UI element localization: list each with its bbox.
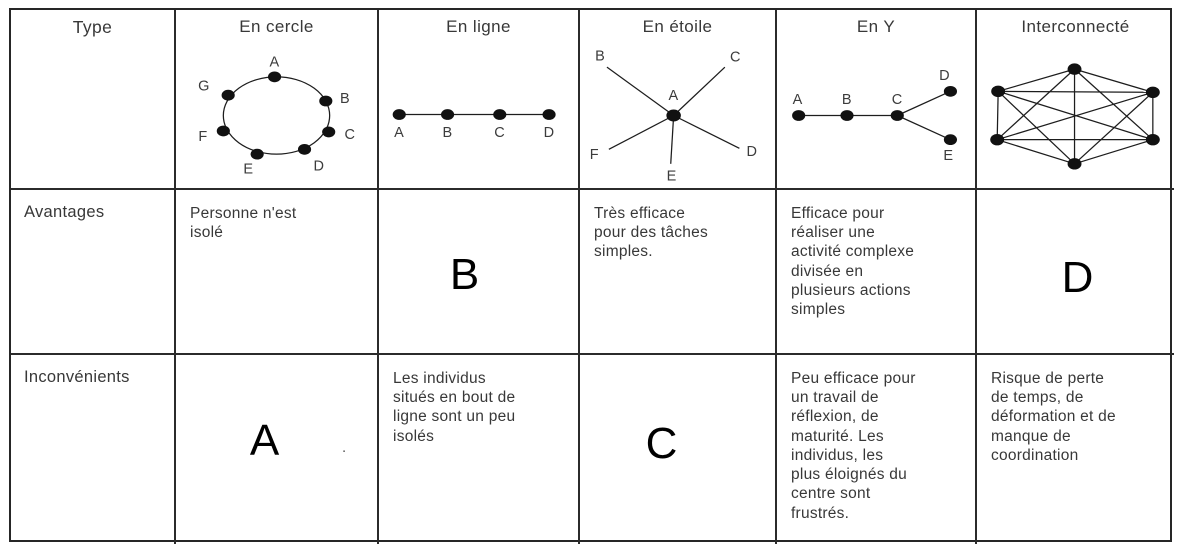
svg-text:C: C [730, 50, 741, 66]
inconvenient-en-y-text: Peu efficace pour un travail de réflexio… [791, 370, 916, 522]
svg-text:C: C [344, 127, 355, 143]
inconvenient-en-y-cell: Peu efficace pour un travail de réflexio… [777, 355, 977, 544]
en-etoile-title: En étoile [642, 17, 713, 36]
en-cercle-title: En cercle [239, 17, 314, 36]
column-interconnecte-header-cell: Interconnecté [977, 10, 1174, 190]
star-topology-diagram: A B C D E F [590, 49, 757, 185]
svg-text:F: F [590, 147, 599, 163]
line-topology-diagram: A B C D [392, 109, 556, 141]
svg-text:E: E [943, 148, 953, 164]
column-en-cercle-header-cell: En cercle A B C D E F G [176, 10, 379, 190]
avantage-en-etoile-cell: Très efficace pour des tâches simples. [580, 190, 777, 355]
svg-text:D: D [544, 125, 555, 141]
avantages-label: Avantages [24, 203, 105, 221]
column-en-ligne-header-cell: En ligne A B C D [379, 10, 580, 190]
avantage-en-etoile-text: Très efficace pour des tâches simples. [594, 205, 709, 261]
answer-letter-c: C [645, 418, 678, 468]
svg-text:B: B [442, 125, 452, 141]
column-en-etoile-header-cell: En étoile A B C D E F [580, 10, 777, 190]
svg-text:D: D [939, 68, 950, 84]
en-ligne-title: En ligne [446, 17, 511, 36]
inconvenient-en-etoile-cell: C [580, 355, 777, 544]
svg-text:C: C [494, 125, 505, 141]
avantage-en-cercle-text: Personne n'est isolé [190, 205, 297, 242]
y-topology-diagram: A B C D E [792, 68, 958, 164]
avantages-row-header: Avantages [11, 190, 176, 355]
inconvenients-label: Inconvénients [24, 368, 130, 386]
inconvenient-en-ligne-cell: Les individus situés en bout de ligne so… [379, 355, 580, 544]
svg-text:A: A [394, 125, 404, 141]
stray-ink-dot: . [342, 439, 347, 456]
svg-text:E: E [667, 168, 677, 184]
inconvenient-interconnecte-cell: Risque de perte de temps, de déformation… [977, 355, 1174, 544]
inconvenients-row-header: Inconvénients [11, 355, 176, 544]
en-y-title: En Y [856, 17, 896, 36]
answer-letter-d: D [1061, 252, 1094, 302]
svg-text:E: E [243, 162, 253, 178]
interconnecte-title: Interconnecté [1021, 17, 1130, 36]
row1-col1-type-header: Type [11, 10, 176, 190]
inconvenient-interconnecte-text: Risque de perte de temps, de déformation… [991, 370, 1116, 464]
svg-text:C: C [892, 92, 903, 108]
svg-text:B: B [842, 92, 852, 108]
type-header-label: Type [72, 17, 113, 37]
svg-text:D: D [314, 159, 325, 175]
avantage-en-y-text: Efficace pour réaliser une activité comp… [791, 205, 915, 319]
svg-text:A: A [669, 88, 679, 104]
svg-text:D: D [746, 144, 757, 160]
answer-letter-a: A [249, 415, 280, 465]
svg-text:B: B [340, 91, 350, 107]
fully-connected-topology-diagram [990, 63, 1160, 170]
avantage-en-ligne-cell: B [379, 190, 580, 355]
column-en-y-header-cell: En Y A B C D E [777, 10, 977, 190]
svg-text:A: A [793, 92, 803, 108]
svg-text:G: G [198, 79, 210, 95]
svg-text:F: F [198, 129, 207, 145]
topology-table: Type En cercle A B C D E F G En ligne A B C D En … [9, 8, 1174, 544]
answer-letter-b: B [449, 249, 480, 299]
svg-text:A: A [269, 54, 279, 70]
avantage-en-cercle-cell: Personne n'est isolé [176, 190, 379, 355]
inconvenient-en-cercle-cell: A . [176, 355, 379, 544]
svg-text:B: B [595, 49, 605, 65]
circle-topology-diagram: A B C D E F G [198, 54, 355, 178]
avantage-interconnecte-cell: D [977, 190, 1174, 355]
inconvenient-en-ligne-text: Les individus situés en bout de ligne so… [393, 370, 516, 445]
avantage-en-y-cell: Efficace pour réaliser une activité comp… [777, 190, 977, 355]
